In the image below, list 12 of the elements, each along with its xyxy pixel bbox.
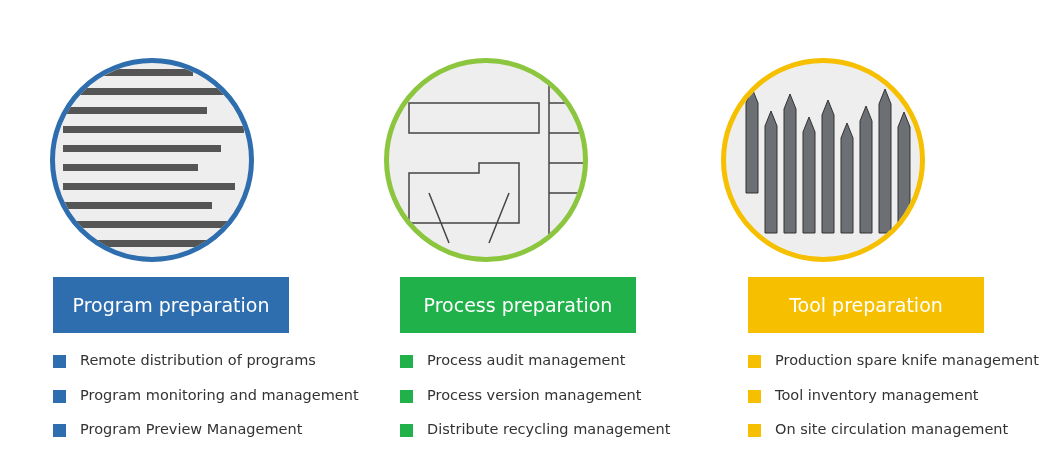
section-header: Program preparation [53, 277, 289, 333]
section-header: Tool preparation [748, 277, 984, 333]
list-item-text: Distribute recycling management [427, 421, 671, 437]
list-item-text: Program Preview Management [80, 421, 303, 437]
list-item-text: On site circulation management [775, 421, 1009, 437]
section-header: Process preparation [400, 277, 636, 333]
list-item-text: Process audit management [427, 352, 626, 368]
list-item-text: Process version management [427, 386, 642, 403]
list-item-text: Production spare knife management [775, 352, 1039, 368]
list-item-text: Tool inventory management [775, 386, 979, 403]
list-item-text: Program monitoring and management [80, 386, 359, 403]
list-item-text: Remote distribution of programs [80, 352, 316, 368]
